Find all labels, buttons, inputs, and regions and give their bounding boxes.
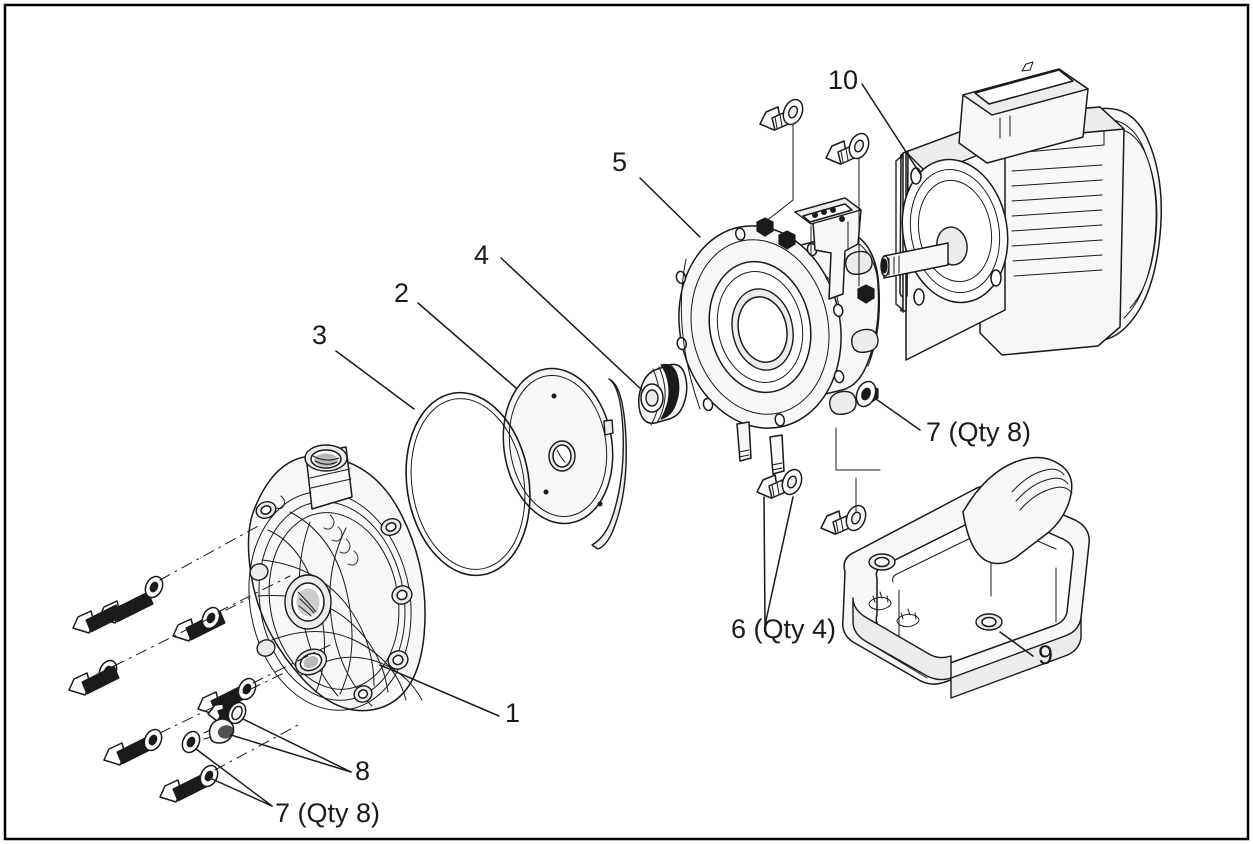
- part-pump-housing: [247, 444, 426, 712]
- leader-1: [379, 664, 500, 717]
- nut: [857, 284, 875, 304]
- callout-label-5: 5: [612, 147, 627, 177]
- callout-label-4: 4: [474, 240, 489, 270]
- motor-output-shaft: [880, 242, 949, 279]
- nut: [778, 230, 796, 250]
- washer: [144, 575, 164, 599]
- part-drain-plug-oring: [227, 701, 247, 725]
- leader-3: [335, 350, 415, 410]
- washer: [181, 730, 201, 754]
- callout-label-6: 6 (Qty 4): [731, 614, 836, 644]
- pump-housing-inlet-port: [304, 444, 353, 510]
- leader-9: [999, 631, 1034, 657]
- motor-terminal-box: [958, 61, 1089, 164]
- leader-8b: [242, 718, 352, 773]
- callout-label-9: 9: [1038, 640, 1053, 670]
- washer: [143, 728, 163, 752]
- part-seal-plate: [675, 197, 881, 475]
- seal-plate-feet: [736, 421, 785, 475]
- pump-housing-bolt-bosses: [249, 501, 413, 703]
- part-mounting-base: [841, 456, 1090, 699]
- callout-label-3: 3: [312, 320, 327, 350]
- washer: [781, 468, 803, 496]
- washer: [237, 677, 257, 701]
- leader-4: [500, 257, 644, 392]
- leader-10: [861, 83, 922, 176]
- assembly-axis: [835, 427, 881, 471]
- bolt-dark: [68, 665, 120, 696]
- part-diffuser-disc: [502, 367, 627, 550]
- callout-label-7b: 7 (Qty 8): [275, 798, 380, 828]
- callout-label-10: 10: [828, 65, 858, 95]
- mounting-base-bosses: [868, 553, 1003, 631]
- leader-7a: [875, 398, 921, 431]
- pump-housing-embossed-mark: [323, 514, 359, 566]
- assembly-axis: [113, 523, 331, 771]
- leader-2: [417, 302, 517, 389]
- callout-labels: 1 2 3 4 5 6 (Qty 4) 7 (Qty 8) 7 (Qty 8) …: [275, 65, 1053, 828]
- leader-7b-1: [211, 778, 273, 807]
- part-o-ring: [405, 391, 531, 577]
- part-shaft-seal: [637, 363, 688, 426]
- nut: [756, 217, 774, 237]
- fastener-group-base-bolts: [756, 468, 867, 535]
- part-electric-motor: [880, 61, 1163, 361]
- callout-label-7a: 7 (Qty 8): [926, 417, 1031, 447]
- leader-6a: [763, 496, 766, 626]
- washer: [848, 132, 870, 160]
- motor-cooling-fins: [1011, 164, 1103, 277]
- leader-5: [639, 177, 701, 238]
- mounting-base-pads: [868, 591, 920, 628]
- leader-6b: [764, 496, 794, 626]
- fastener-7a: [855, 380, 877, 408]
- pump-housing-outlet-port: [294, 648, 328, 676]
- leader-8a: [230, 734, 352, 773]
- callout-label-8: 8: [355, 756, 370, 786]
- bolt-dark: [72, 604, 122, 634]
- assembly-axis: [764, 123, 794, 223]
- seal-plate-wire-bracket: [794, 197, 862, 300]
- washer: [199, 764, 219, 788]
- sheet-border: [3, 3, 1250, 841]
- callout-label-2: 2: [394, 278, 409, 308]
- pump-housing-hub: [284, 574, 332, 630]
- leader-7b-2: [195, 748, 273, 807]
- washer: [782, 98, 804, 126]
- washer: [845, 504, 867, 532]
- callout-label-1: 1: [505, 698, 520, 728]
